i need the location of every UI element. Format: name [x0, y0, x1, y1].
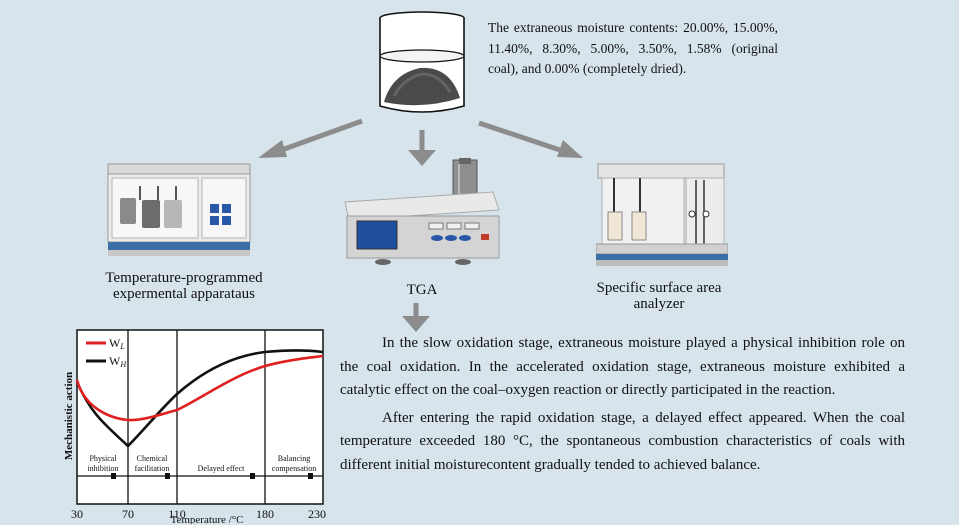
paragraph-2: After entering the rapid oxidation stage… — [340, 409, 905, 473]
apparatus-caption-line1: Temperature-programmed — [105, 270, 263, 286]
stage-dividers — [127, 330, 266, 504]
y-axis-label: Mechanistic action — [63, 372, 75, 460]
stage-label-physical-2: inhibition — [87, 464, 118, 473]
x-tick-180: 180 — [256, 507, 274, 521]
arrow-to-analyzer — [478, 120, 583, 158]
stage-labels: Physical inhibition Chemical facilitatio… — [87, 454, 316, 473]
curve-wh — [75, 349, 324, 448]
x-tick-30: 30 — [71, 507, 83, 521]
chart-legend: WL WH — [86, 336, 127, 369]
x-tick-70: 70 — [122, 507, 134, 521]
surface-area-analyzer-image — [596, 163, 728, 266]
analyzer-caption-line2: analyzer — [633, 296, 685, 312]
coal-beaker-image — [379, 11, 465, 113]
stage-label-chemical-2: facilitation — [135, 464, 170, 473]
paragraph-1: In the slow oxidation stage, extraneous … — [340, 335, 905, 398]
x-axis-label: Temperature /°C — [171, 514, 244, 524]
tga-instrument-image — [344, 158, 500, 265]
x-tick-230: 230 — [308, 507, 326, 521]
apparatus-caption-line2: expermental apparataus — [112, 286, 255, 302]
arrow-tga-to-text — [402, 303, 430, 332]
x-tick-110: 110 — [168, 507, 186, 521]
analyzer-caption-line1: Specific surface area — [596, 280, 722, 296]
stage-label-delayed: Delayed effect — [198, 464, 245, 473]
x-tick-labels: 30 70 110 180 230 — [71, 507, 326, 521]
stage-axis-line — [77, 473, 323, 479]
temperature-programmed-apparatus-image — [107, 163, 251, 256]
tga-caption: TGA — [406, 282, 438, 298]
mechanistic-action-diagram: WL WH Physical inhibition Chemical facil… — [63, 329, 326, 524]
stage-label-chemical: Chemical — [137, 454, 168, 463]
legend-wh-label: WH — [109, 354, 127, 369]
arrow-to-apparatus — [258, 118, 363, 158]
arrow-to-tga — [408, 130, 436, 166]
explanation-text: In the slow oxidation stage, extraneous … — [340, 332, 905, 477]
stage-label-balancing-2: compensation — [272, 464, 316, 473]
analyzer-caption: Specific surface area analyzer — [574, 280, 744, 312]
moisture-contents-text: The extraneous moisture contents: 20.00%… — [488, 20, 778, 76]
legend-wl-label: WL — [109, 336, 125, 351]
stage-label-physical: Physical — [89, 454, 117, 463]
curve-wl — [75, 354, 324, 422]
stage-label-balancing: Balancing — [278, 454, 310, 463]
apparatus-caption: Temperature-programmed expermental appar… — [78, 270, 290, 302]
